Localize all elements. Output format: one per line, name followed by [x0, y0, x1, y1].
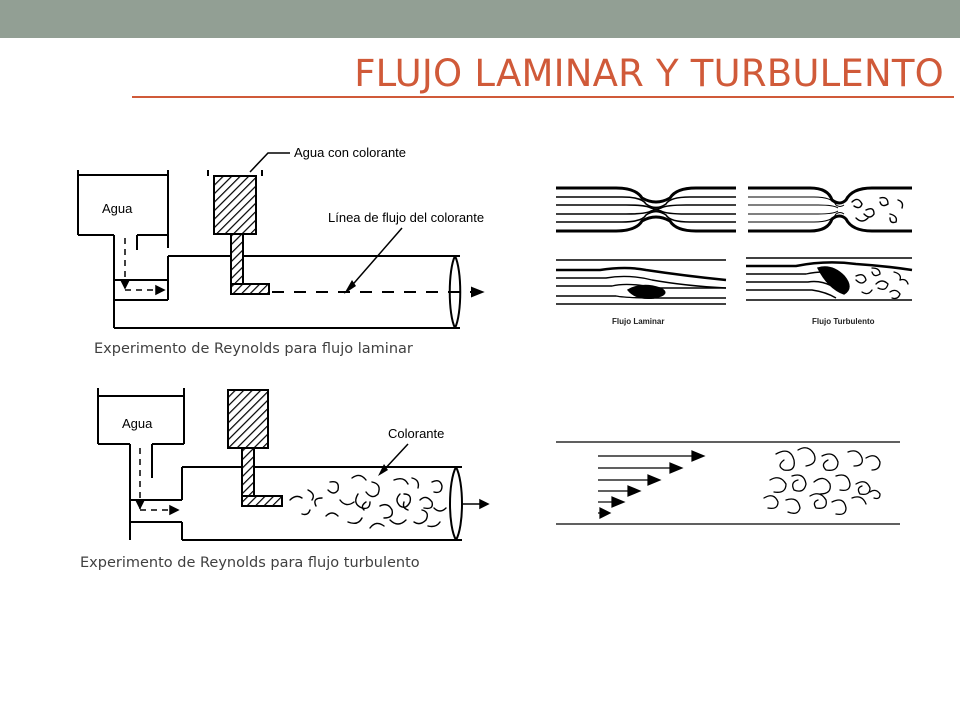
water-flow-arrows	[119, 238, 166, 296]
turbulent-flow-label: Flujo Turbulento	[812, 317, 875, 326]
dye-water-label: Agua con colorante	[294, 145, 406, 160]
turbulent-dye-streaks	[289, 474, 447, 529]
laminar-flow-label: Flujo Laminar	[612, 317, 664, 326]
water-flow-arrows	[134, 448, 180, 516]
dye-line-pointer	[347, 227, 403, 291]
dye-water-pointer	[249, 152, 290, 173]
outlet-arrow	[462, 498, 490, 510]
dye-reservoir	[207, 170, 270, 295]
water-tank	[97, 388, 462, 541]
top-bar	[0, 0, 960, 38]
water-label: Agua	[122, 416, 153, 431]
water-label: Agua	[102, 201, 133, 216]
turbulent-constriction	[748, 186, 912, 233]
dye-label: Colorante	[388, 426, 444, 441]
laminar-caption: Experimento de Reynolds para flujo lamin…	[94, 341, 413, 357]
turbulent-eddies	[763, 447, 881, 516]
title-underline	[132, 96, 954, 98]
water-tank	[77, 170, 460, 329]
obstacle-flow-figure: Flujo Laminar Flujo Turbulento	[556, 186, 913, 326]
dye-pointer	[381, 443, 409, 473]
dye-reservoir	[227, 389, 283, 507]
dye-streak	[272, 286, 485, 298]
velocity-profile-arrows	[598, 450, 706, 519]
laminar-constriction	[556, 186, 736, 233]
laminar-experiment-diagram: Agua Agua con colorante Línea de flujo d…	[77, 145, 485, 329]
laminar-obstacle	[556, 259, 727, 305]
dye-line-label: Línea de flujo del colorante	[328, 210, 484, 225]
pipe	[129, 466, 463, 541]
turbulent-experiment-diagram: Agua Colorante	[97, 388, 490, 541]
slide-title: FLUJO LAMINAR Y TURBULENTO	[354, 52, 944, 95]
turbulent-obstacle	[746, 257, 913, 301]
turbulent-caption: Experimento de Reynolds para flujo turbu…	[80, 555, 420, 571]
velocity-eddies-figure	[556, 441, 900, 525]
